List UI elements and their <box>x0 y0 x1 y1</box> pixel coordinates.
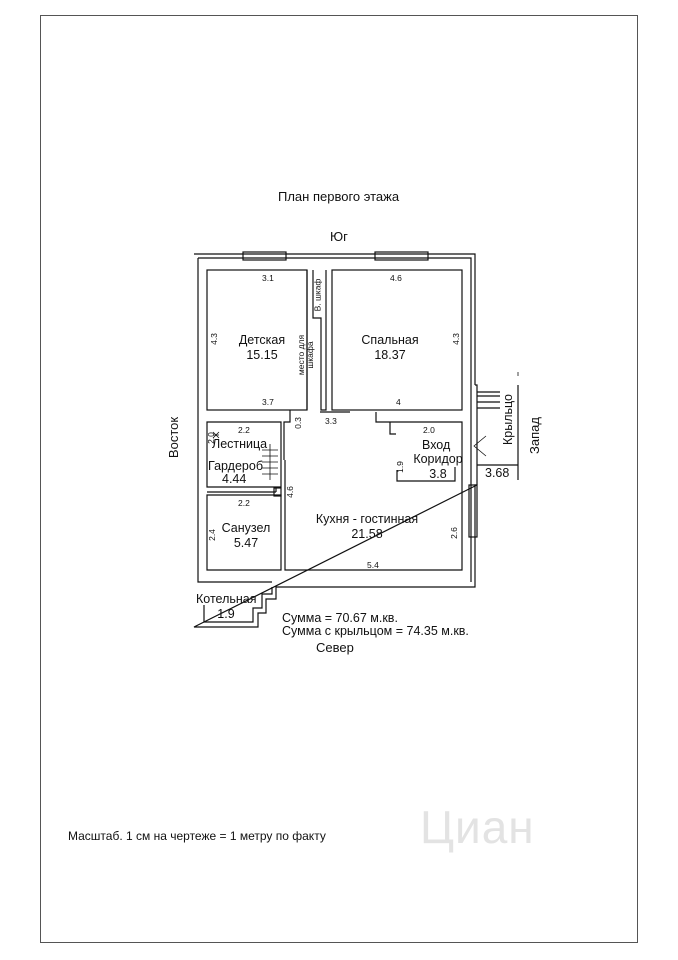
room-kids-area: 15.15 <box>246 348 278 362</box>
closet-label: В. шкаф <box>312 278 323 312</box>
room-bedroom-name: Спальная <box>361 333 419 347</box>
wall-closet <box>306 270 327 411</box>
wall-boiler-inner <box>203 587 273 623</box>
window-bed <box>374 251 429 261</box>
drawing-sheet <box>40 15 638 943</box>
room-boiler-name: Котельная <box>196 592 257 606</box>
room-corridor-name: Коридор <box>413 452 463 466</box>
dim-stairs-top: 2.2 <box>238 425 250 435</box>
porch-arrow <box>473 435 487 457</box>
south-label: Юг <box>330 229 348 244</box>
stair-steps <box>262 444 278 480</box>
dim-bed-bottom: 4 <box>396 397 401 407</box>
porch-outline <box>475 384 519 485</box>
room-corridor: Коридор 3.8 <box>411 452 465 482</box>
dim-kids-top: 3.1 <box>262 273 274 283</box>
room-bathroom: Санузел 5.47 <box>221 521 271 551</box>
dim-bath-top: 2.2 <box>238 498 250 508</box>
dim-corr-top: 2.0 <box>423 425 435 435</box>
plan-title: План первого этажа <box>278 189 400 204</box>
room-kids: Детская 15.15 <box>232 333 292 363</box>
closet-line2: шкафа <box>305 341 316 369</box>
room-kitchen-name: Кухня - гостинная <box>315 512 419 526</box>
room-bathroom-area: 5.47 <box>233 536 259 550</box>
dim-bed-top: 4.6 <box>390 273 402 283</box>
room-stairs-name: Лестница <box>212 437 268 451</box>
room-porch-area: 3.68 <box>485 466 510 480</box>
dim-kitchen-bottom: 5.4 <box>367 560 379 570</box>
dim-stairs-side: 2.0 <box>205 432 216 444</box>
wall-kitchen <box>284 460 463 571</box>
outer-wall-inner <box>197 257 472 583</box>
dim-bed-side: 4.3 <box>450 333 461 345</box>
room-porch-name: Крыльцо <box>501 394 515 445</box>
room-bathroom-name: Санузел <box>221 521 271 535</box>
scale-note: Масштаб. 1 см на чертеже = 1 метру по фа… <box>68 829 326 843</box>
room-kids-name: Детская <box>238 333 286 347</box>
east-label: Восток <box>166 416 182 459</box>
total-sum: Сумма = 70.67 м.кв. <box>282 611 398 625</box>
dim-kids-side: 4.3 <box>208 333 219 345</box>
room-boiler-area: 1.9 <box>217 607 235 621</box>
dim-kitchen-left: 4.6 <box>284 486 295 498</box>
room-boiler: Котельная 1.9 <box>196 592 257 622</box>
dim-kitchen-right: 2.6 <box>448 527 459 539</box>
dim-bath-side: 2.4 <box>206 529 217 541</box>
dim-corr-side: 1.9 <box>394 461 405 473</box>
watermark: Циан <box>420 801 535 853</box>
outer-wall-outer <box>193 253 478 628</box>
wall-bedroom <box>331 269 463 411</box>
door-bath <box>273 487 282 497</box>
window-kids <box>242 251 287 261</box>
room-wardrobe-name: Гардероб <box>208 459 263 473</box>
total-sum-porch: Сумма с крыльцом = 74.35 м.кв. <box>282 624 469 638</box>
wall-passage <box>283 410 463 474</box>
west-label: Запад <box>526 417 542 454</box>
room-kitchen-area: 21.58 <box>351 527 383 541</box>
room-kitchen: Кухня - гостинная 21.58 <box>312 512 422 542</box>
room-bedroom: Спальная 18.37 <box>350 333 430 363</box>
dim-kids-bottom: 3.7 <box>262 397 274 407</box>
north-label: Север <box>316 640 354 655</box>
dim-wall-gap: 0.3 <box>292 417 303 429</box>
stair-arrow <box>212 431 220 439</box>
wall-corridor <box>396 467 456 482</box>
room-entrance-name: Вход <box>422 438 451 452</box>
closet-place-label: место для шкафа <box>296 335 316 375</box>
dim-passage: 3.3 <box>325 416 337 426</box>
room-corridor-area: 3.8 <box>429 467 447 481</box>
window-kitchen <box>468 484 478 538</box>
room-wardrobe-area: 4.44 <box>222 472 247 486</box>
room-bedroom-area: 18.37 <box>374 348 406 362</box>
wall-bathroom <box>206 494 282 571</box>
